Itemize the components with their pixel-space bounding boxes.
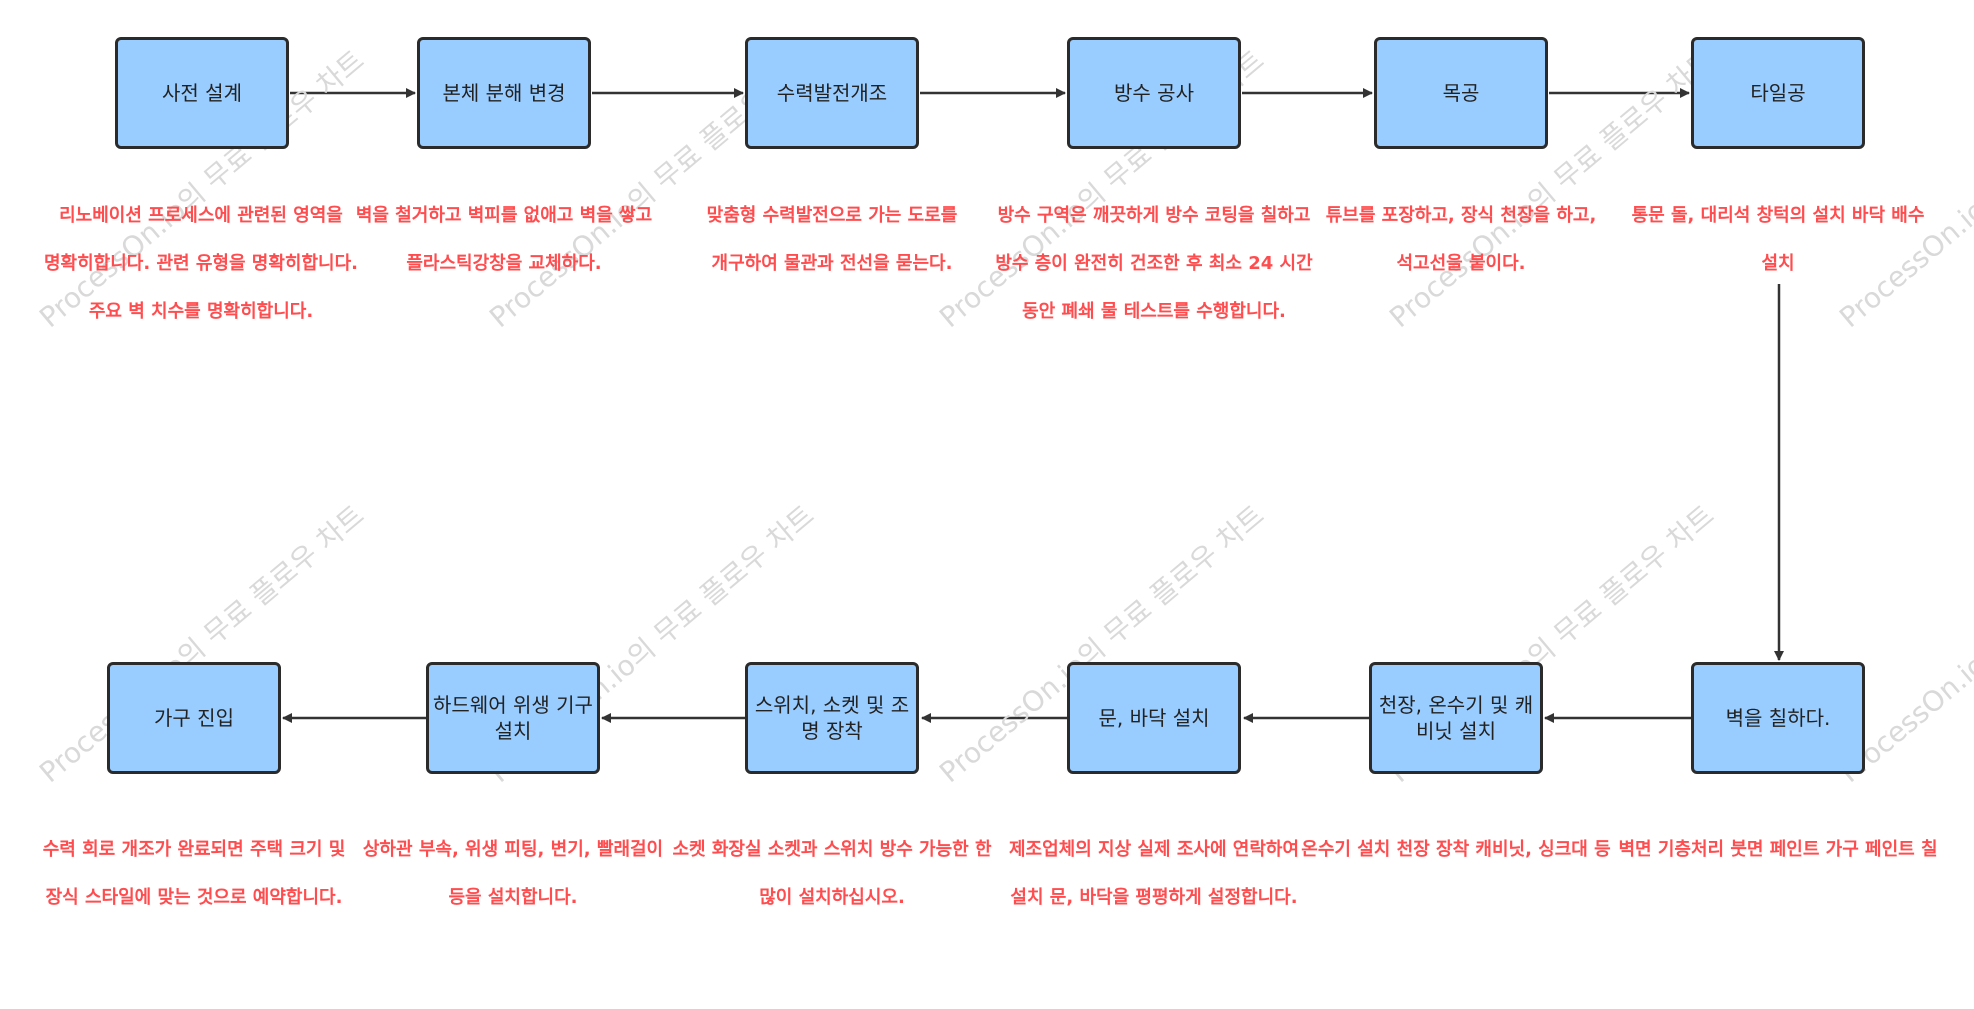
step-label: 본체 분해 변경 bbox=[442, 81, 566, 105]
step-node-carpentry[interactable]: 목공 bbox=[1374, 37, 1548, 149]
step-note-plumbing-electric: 맞춤형 수력발전으로 가는 도로를 개구하여 물관과 전선을 묻는다. bbox=[706, 205, 958, 274]
step-label: 하드웨어 위생 기구 설치 bbox=[433, 693, 593, 743]
step-node-pre-design[interactable]: 사전 설계 bbox=[115, 37, 289, 149]
step-label: 천장, 온수기 및 캐비닛 설치 bbox=[1378, 693, 1534, 743]
step-note-carpentry: 튜브를 포장하고, 장식 천장을 하고, 석고선을 붙이다. bbox=[1325, 205, 1597, 274]
step-note-waterproofing: 방수 구역은 깨끗하게 방수 코팅을 칠하고 방수 층이 완전히 건조한 후 최… bbox=[995, 205, 1313, 322]
step-label: 타일공 bbox=[1750, 81, 1806, 105]
step-node-hardware-sanitary[interactable]: 하드웨어 위생 기구 설치 bbox=[426, 662, 600, 774]
step-note-demolition: 벽을 철거하고 벽피를 없애고 벽을 쌓고 플라스틱강창을 교체하다. bbox=[355, 205, 653, 274]
step-label: 벽을 칠하다. bbox=[1725, 706, 1831, 730]
step-node-waterproofing[interactable]: 방수 공사 bbox=[1067, 37, 1241, 149]
step-node-furniture[interactable]: 가구 진입 bbox=[107, 662, 281, 774]
step-note-switch-socket-lighting: 소켓 화장실 소켓과 스위치 방수 가능한 한 많이 설치하십시오. bbox=[672, 839, 992, 908]
step-label: 방수 공사 bbox=[1114, 81, 1194, 105]
step-note-pre-design: 리노베이션 프로세스에 관련된 영역을 명확히합니다. 관련 유형을 명확히합니… bbox=[44, 205, 358, 322]
step-note-hardware-sanitary: 상하관 부속, 위생 피팅, 변기, 빨래걸이 등을 설치합니다. bbox=[362, 839, 664, 908]
step-node-door-floor[interactable]: 문, 바닥 설치 bbox=[1067, 662, 1241, 774]
step-node-tiling[interactable]: 타일공 bbox=[1691, 37, 1865, 149]
step-label: 스위치, 소켓 및 조명 장착 bbox=[754, 693, 910, 743]
step-node-demolition[interactable]: 본체 분해 변경 bbox=[417, 37, 591, 149]
step-label: 목공 bbox=[1442, 81, 1480, 105]
step-node-ceiling-heater-cabinet[interactable]: 천장, 온수기 및 캐비닛 설치 bbox=[1369, 662, 1543, 774]
step-note-door-floor: 제조업체의 지상 실제 조사에 연락하여 설치 문, 바닥을 평평하게 설정합니… bbox=[1008, 839, 1300, 908]
step-label: 문, 바닥 설치 bbox=[1098, 706, 1210, 730]
step-note-tiling: 통문 돌, 대리석 창턱의 설치 바닥 배수 설치 bbox=[1631, 205, 1925, 274]
step-label: 가구 진입 bbox=[154, 706, 234, 730]
step-note-furniture: 수력 회로 개조가 완료되면 주택 크기 및 장식 스타일에 맞는 것으로 예약… bbox=[42, 839, 346, 908]
step-note-wall-painting: 벽면 기층처리 붓면 페인트 가구 페인트 칠 bbox=[1618, 839, 1938, 860]
step-node-wall-painting[interactable]: 벽을 칠하다. bbox=[1691, 662, 1865, 774]
step-note-ceiling-heater-cabinet: 온수기 설치 천장 장착 캐비닛, 싱크대 등 bbox=[1301, 839, 1611, 860]
step-label: 수력발전개조 bbox=[776, 81, 888, 105]
step-node-switch-socket-lighting[interactable]: 스위치, 소켓 및 조명 장착 bbox=[745, 662, 919, 774]
step-label: 사전 설계 bbox=[162, 81, 242, 105]
step-node-plumbing-electric[interactable]: 수력발전개조 bbox=[745, 37, 919, 149]
